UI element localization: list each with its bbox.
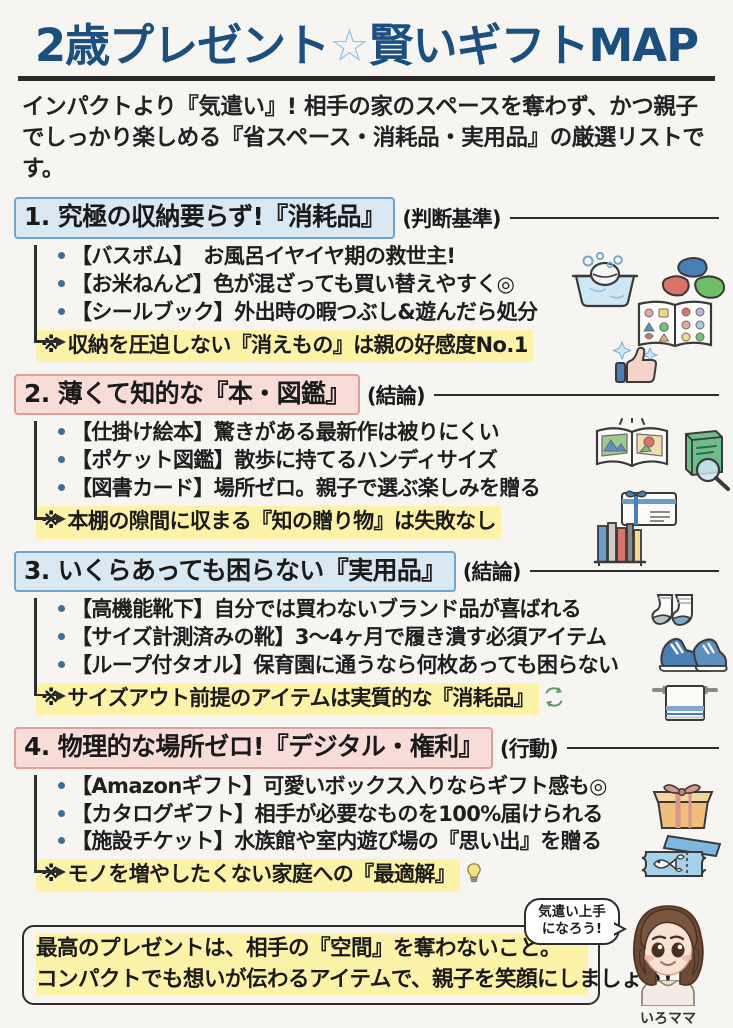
section-2-summary-text: ※ 本棚の隙間に収まる『知の贈り物』は失敗なし xyxy=(36,506,501,539)
section-3-tag: (結論) xyxy=(462,560,522,585)
list-item: 【サイズ計測済みの靴】3〜4ヶ月で履き潰す必須アイテム xyxy=(58,624,719,652)
bullet-dot xyxy=(58,605,65,613)
list-item: 【施設チケット】水族館や室内遊び場の『思い出』を贈る xyxy=(58,828,719,856)
section-2-summary: ※ 本棚の隙間に収まる『知の贈り物』は失敗なし xyxy=(36,506,719,539)
section-2-body: 【仕掛け絵本】驚きがある最新作は被りにくい 【ポケット図鑑】散歩に持てるハンディ… xyxy=(14,419,719,539)
bullet-dot xyxy=(58,279,65,287)
page-title: 2歳プレゼント☆賢いギフトMAP xyxy=(34,19,700,72)
bullet-dot xyxy=(58,632,65,640)
list-item: 【シールブック】外出時の暇つぶし&遊んだら処分 xyxy=(58,299,719,327)
section-3-summary: ※ サイズアウト前提のアイテムは実質的な『消耗品』 xyxy=(36,682,719,716)
list-item: 【カタログギフト】相手が必要なものを100%届けられる xyxy=(58,801,719,829)
character-name: いろママ xyxy=(640,1011,696,1027)
bullet-dot xyxy=(58,456,65,464)
bullet-dot xyxy=(58,428,65,436)
list-item: 【ループ付タオル】保育園に通うなら何枚あっても困らない xyxy=(58,652,719,680)
speech-bubble-tail xyxy=(613,921,627,936)
bullet-dot xyxy=(58,251,65,259)
section-3-connector xyxy=(34,598,66,701)
section-1-tag: (判断基準) xyxy=(402,207,501,232)
title-block: 2歳プレゼント☆賢いギフトMAP xyxy=(14,0,719,82)
bullet-dot xyxy=(58,484,65,492)
section-1-summary: ※ 収納を圧迫しない『消えもの』は親の好感度No.1 xyxy=(36,329,719,362)
section-3: 3. いくらあっても困らない『実用品』 (結論) 【高機能靴下】自分では買わない… xyxy=(14,550,719,716)
character-avatar: いろママ xyxy=(612,898,724,1028)
footer-line-2: コンパクトでも想いが伝わるアイテムで、親子を笑顔にしましょう! xyxy=(36,964,673,996)
section-4-tag: (行動) xyxy=(499,736,559,761)
list-item-text: 【ポケット図鑑】散歩に持てるハンディサイズ xyxy=(71,448,498,473)
section-3-body: 【高機能靴下】自分では買わないブランド品が喜ばれる 【サイズ計測済みの靴】3〜4… xyxy=(14,596,719,716)
section-2-heading: 2. 薄くて知的な『本・図鑑』 xyxy=(14,373,360,416)
section-4-summary-text: ※ モノを増やしたくない家庭への『最適解』 xyxy=(36,859,461,892)
section-1: 1. 究極の収納要らず!『消耗品』 (判断基準) 【バスボム】 お風呂イヤイヤ期… xyxy=(14,197,719,362)
section-1-rule xyxy=(509,217,719,220)
bullet-dot xyxy=(58,307,65,315)
list-item: 【お米ねんど】色が混ざっても買い替えやすく◎ xyxy=(58,271,719,299)
list-item-text: 【高機能靴下】自分では買わないブランド品が喜ばれる xyxy=(71,597,582,622)
section-4-header: 4. 物理的な場所ゼロ!『デジタル・権利』 (行動) xyxy=(14,727,719,769)
bullet-dot xyxy=(58,660,65,668)
speech-bubble: 気遣い上手 になろう! xyxy=(524,898,627,945)
list-item-text: 【仕掛け絵本】驚きがある最新作は被りにくい xyxy=(71,420,500,445)
list-item-text: 【お米ねんど】色が混ざっても買い替えやすく◎ xyxy=(71,271,515,296)
list-item-text: 【ループ付タオル】保育園に通うなら何枚あっても困らない xyxy=(71,652,619,677)
list-item-text: 【図書カード】場所ゼロ。親子で選ぶ楽しみを贈る xyxy=(71,476,541,501)
intro-line-1: インパクトより『気遣い』! 相手の家のスペースを奪わず、かつ親子 xyxy=(22,94,698,121)
section-2: 2. 薄くて知的な『本・図鑑』 (結論) 【仕掛け絵本】驚きがある最新作は被りに… xyxy=(14,373,719,539)
mom-character-icon xyxy=(633,905,704,1007)
section-4-body: 【Amazonギフト】可愛いボックス入りならギフト感も◎ 【カタログギフト】相手… xyxy=(14,773,719,892)
list-item-text: 【施設チケット】水族館や室内遊び場の『思い出』を贈る xyxy=(71,829,602,854)
section-3-rule xyxy=(529,570,719,573)
title-part1: 2歳プレゼント xyxy=(34,19,330,72)
section-3-heading: 3. いくらあっても困らない『実用品』 xyxy=(14,550,456,593)
intro-text: インパクトより『気遣い』! 相手の家のスペースを奪わず、かつ親子 でしっかり楽し… xyxy=(22,92,713,185)
section-2-rule xyxy=(433,393,719,396)
section-1-heading: 1. 究極の収納要らず!『消耗品』 xyxy=(14,197,396,239)
list-item-text: 【Amazonギフト】可愛いボックス入りならギフト感も◎ xyxy=(71,773,607,798)
list-item: 【仕掛け絵本】驚きがある最新作は被りにくい xyxy=(58,419,719,447)
lightbulb-icon xyxy=(464,862,484,888)
section-2-connector xyxy=(34,421,66,525)
section-4: 4. 物理的な場所ゼロ!『デジタル・権利』 (行動) 【Amazonギフト】可愛… xyxy=(14,727,719,892)
section-2-header: 2. 薄くて知的な『本・図鑑』 (結論) xyxy=(14,373,719,416)
footer-message-box: 最高のプレゼントは、相手の『空間』を奪わないこと。 コンパクトでも想いが伝わるア… xyxy=(22,925,673,1006)
list-item-text: 【バスボム】 お風呂イヤイヤ期の救世主! xyxy=(71,243,456,268)
section-2-tag: (結論) xyxy=(366,383,426,408)
section-3-summary-text: ※ サイズアウト前提のアイテムは実質的な『消耗品』 xyxy=(36,682,539,716)
list-item-text: 【カタログギフト】相手が必要なものを100%届けられる xyxy=(71,801,603,826)
title-divider xyxy=(18,76,715,82)
bullet-dot xyxy=(58,809,65,817)
section-3-header: 3. いくらあっても困らない『実用品』 (結論) xyxy=(14,550,719,593)
list-item-text: 【サイズ計測済みの靴】3〜4ヶ月で履き潰す必須アイテム xyxy=(71,624,607,649)
title-part2: 賢いギフトMAP xyxy=(368,19,700,72)
section-4-connector xyxy=(34,774,66,878)
list-item: 【バスボム】 お風呂イヤイヤ期の救世主! xyxy=(58,243,719,271)
intro-line-2: でしっかり楽しめる『省スペース・消耗品・実用品』の厳選リストです。 xyxy=(22,125,705,183)
list-item: 【高機能靴下】自分では買わないブランド品が喜ばれる xyxy=(58,596,719,624)
section-1-body: 【バスボム】 お風呂イヤイヤ期の救世主! 【お米ねんど】色が混ざっても買い替えや… xyxy=(14,243,719,362)
speech-bubble-line-2: になろう! xyxy=(541,920,603,937)
list-item: 【図書カード】場所ゼロ。親子で選ぶ楽しみを贈る xyxy=(58,475,719,503)
section-4-rule xyxy=(566,746,719,749)
section-1-header: 1. 究極の収納要らず!『消耗品』 (判断基準) xyxy=(14,197,719,239)
section-1-connector xyxy=(34,244,66,348)
section-4-summary: ※ モノを増やしたくない家庭への『最適解』 xyxy=(36,859,719,892)
section-4-heading: 4. 物理的な場所ゼロ!『デジタル・権利』 xyxy=(14,727,493,769)
section-1-summary-text: ※ 収納を圧迫しない『消えもの』は親の好感度No.1 xyxy=(36,329,533,362)
star-icon: ☆ xyxy=(329,19,369,72)
recycle-icon xyxy=(543,686,565,712)
bullet-dot xyxy=(58,781,65,789)
footer-line-1: 最高のプレゼントは、相手の『空間』を奪わないこと。 xyxy=(36,934,588,965)
list-item: 【Amazonギフト】可愛いボックス入りならギフト感も◎ xyxy=(58,773,719,801)
list-item: 【ポケット図鑑】散歩に持てるハンディサイズ xyxy=(58,447,719,475)
bullet-dot xyxy=(58,837,65,845)
speech-bubble-line-1: 気遣い上手 xyxy=(538,904,606,920)
list-item-text: 【シールブック】外出時の暇つぶし&遊んだら処分 xyxy=(71,299,538,324)
